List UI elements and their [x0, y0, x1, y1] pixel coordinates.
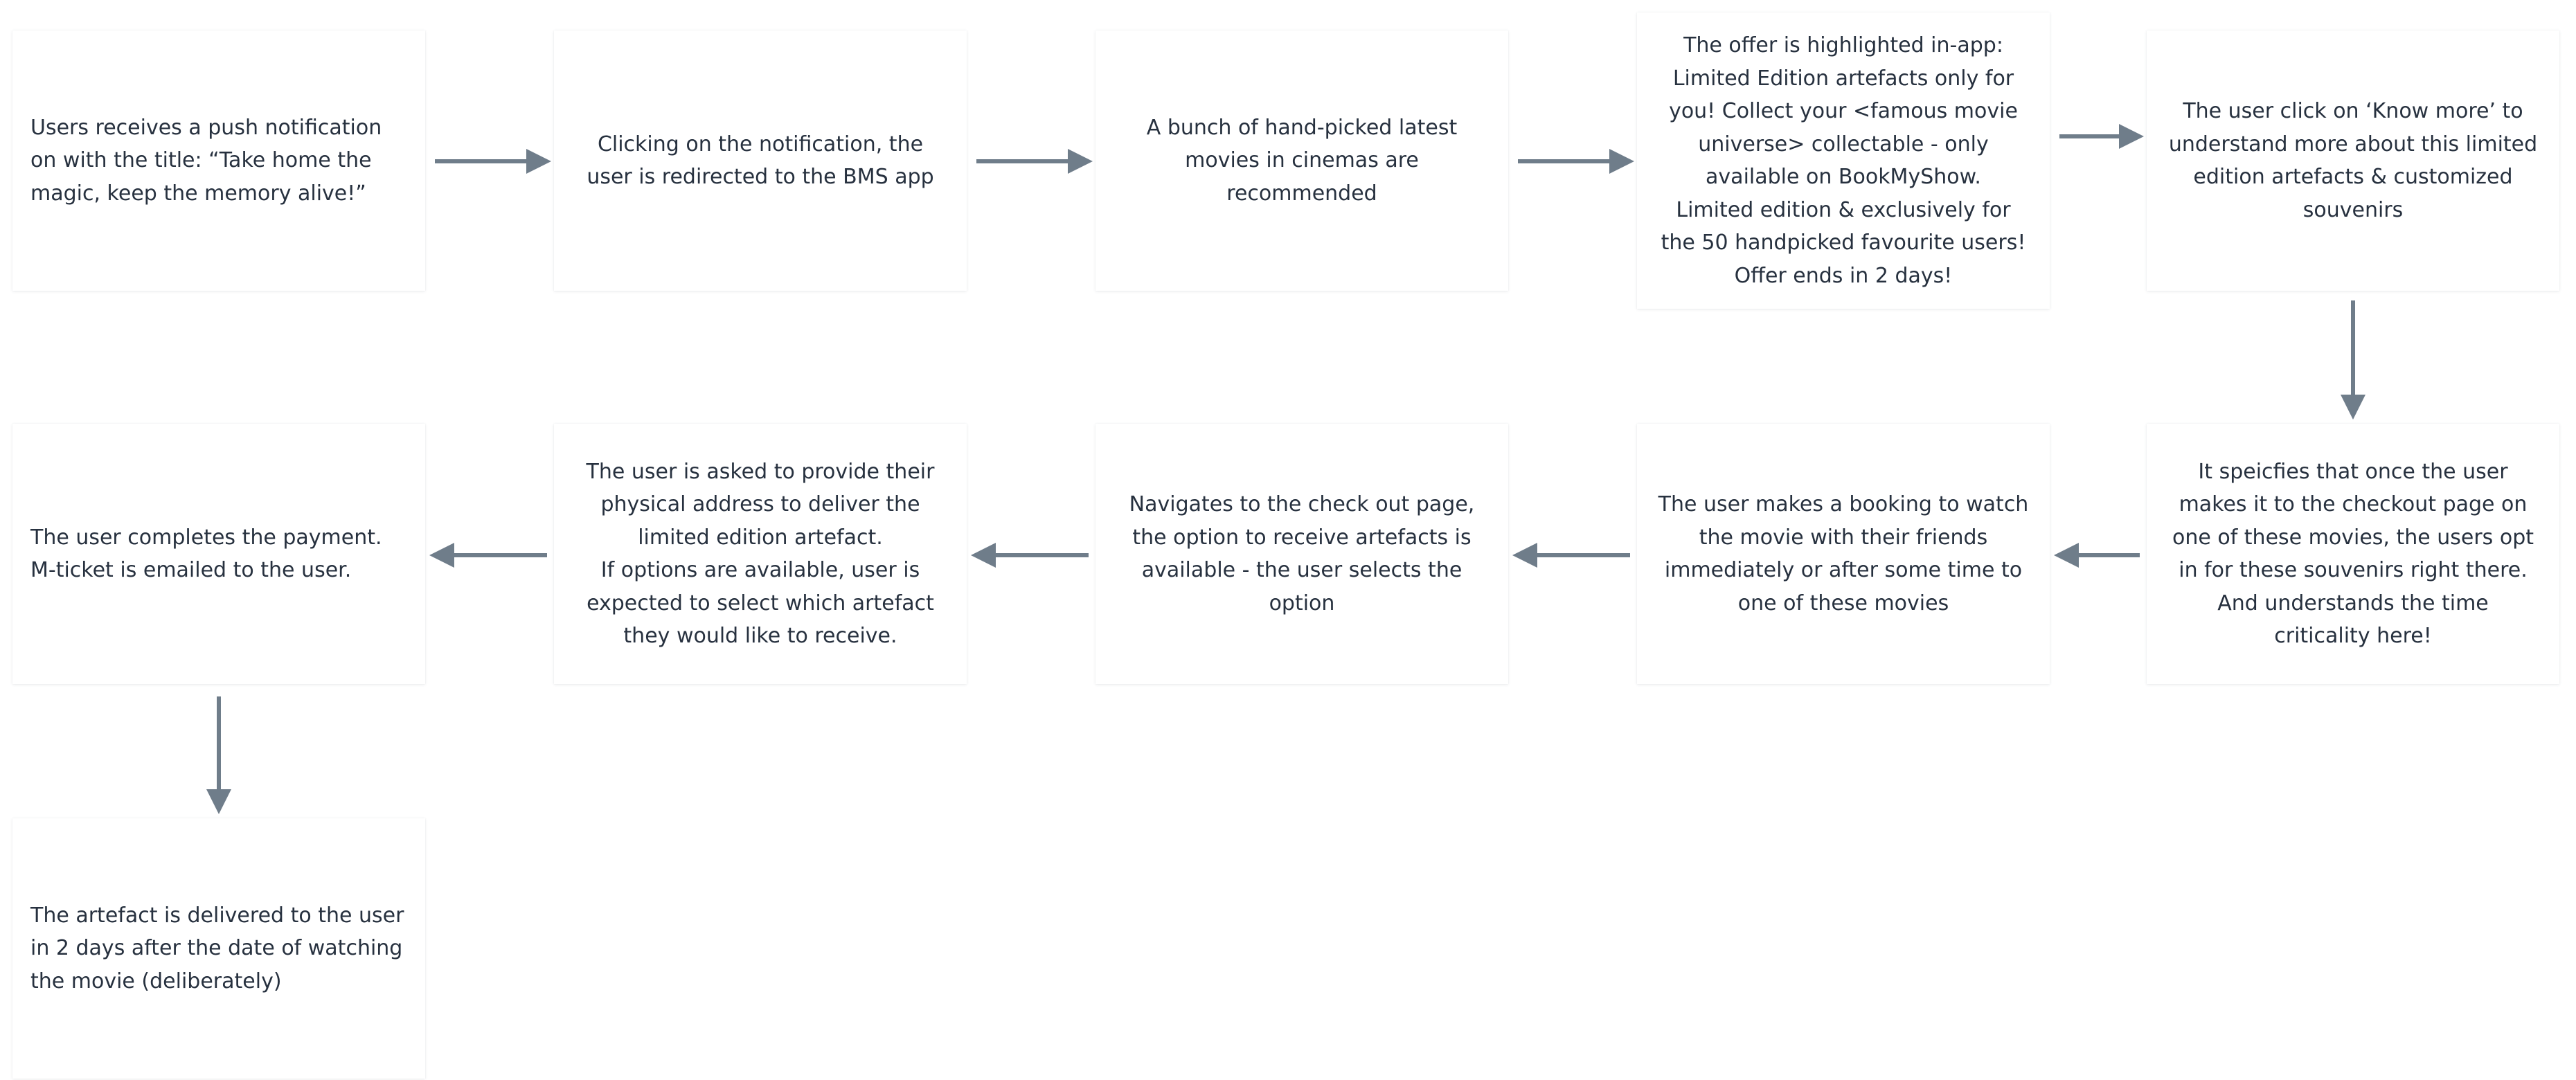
node-label: Clicking on the notification, the user i… — [587, 132, 934, 190]
node-physical-address[interactable]: The user is asked to provide their physi… — [554, 424, 967, 684]
node-payment[interactable]: The user completes the payment. M-ticket… — [12, 424, 425, 684]
node-label: It speicfies that once the user makes it… — [2172, 459, 2534, 649]
node-offer-highlighted[interactable]: The offer is highlighted in-app: Limited… — [1637, 12, 2050, 309]
node-redirect-app[interactable]: Clicking on the notification, the user i… — [554, 30, 967, 291]
node-know-more[interactable]: The user click on ‘Know more’ to underst… — [2147, 30, 2559, 291]
node-label: The offer is highlighted in-app: Limited… — [1661, 33, 2026, 288]
node-delivery[interactable]: The artefact is delivered to the user in… — [12, 818, 425, 1079]
node-label: The artefact is delivered to the user in… — [30, 903, 404, 993]
node-label: The user completes the payment. M-ticket… — [30, 525, 382, 583]
node-push-notification[interactable]: Users receives a push notification on wi… — [12, 30, 425, 291]
node-label: A bunch of hand-picked latest movies in … — [1146, 115, 1458, 206]
node-label: Navigates to the check out page, the opt… — [1129, 492, 1475, 615]
node-movies-recommended[interactable]: A bunch of hand-picked latest movies in … — [1095, 30, 1508, 291]
node-label: The user makes a booking to watch the mo… — [1658, 492, 2029, 615]
node-booking[interactable]: The user makes a booking to watch the mo… — [1637, 424, 2050, 684]
node-label: Users receives a push notification on wi… — [30, 115, 382, 206]
node-checkout-page[interactable]: Navigates to the check out page, the opt… — [1095, 424, 1508, 684]
node-label: The user click on ‘Know more’ to underst… — [2168, 99, 2538, 222]
node-label: The user is asked to provide their physi… — [586, 459, 935, 649]
node-checkout-optin[interactable]: It speicfies that once the user makes it… — [2147, 424, 2559, 684]
